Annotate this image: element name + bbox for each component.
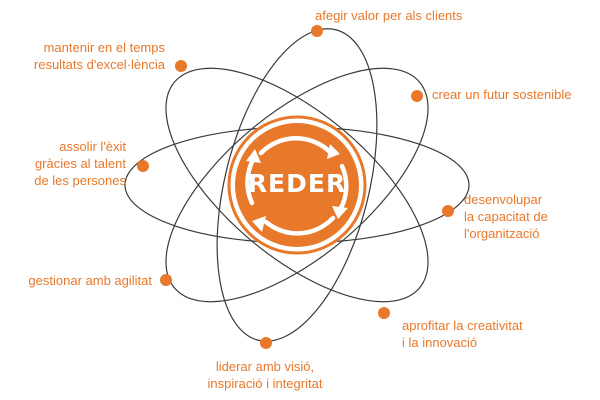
label-desenvolupar: desenvolupar la capacitat de l'organitza… xyxy=(464,192,548,241)
marker-gestionar xyxy=(160,274,172,286)
marker-desenvolupar xyxy=(442,205,454,217)
label-gestionar: gestionar amb agilitat xyxy=(28,273,152,288)
label-liderar: liderar amb visió, inspiració i integrit… xyxy=(207,359,323,391)
label-crear: crear un futur sostenible xyxy=(432,87,572,102)
cycle-arrows-icon xyxy=(245,136,349,236)
label-mantenir: mantenir en el temps resultats d'excel·l… xyxy=(33,40,165,72)
marker-assolir xyxy=(137,160,149,172)
orbit-vertical xyxy=(216,28,378,342)
cycle-arrowheads xyxy=(246,144,348,232)
marker-aprofitar xyxy=(378,307,390,319)
orbit-diagonal-b xyxy=(165,67,429,303)
label-aprofitar: aprofitar la creativitat i la innovació xyxy=(402,318,523,350)
marker-afegir xyxy=(311,25,323,37)
marker-mantenir xyxy=(175,60,187,72)
core-label: REDER xyxy=(247,169,347,198)
marker-liderar xyxy=(260,337,272,349)
label-afegir: afegir valor per als clients xyxy=(315,8,463,23)
marker-crear xyxy=(411,90,423,102)
label-assolir: assolir l'èxit gràcies al talent de les … xyxy=(34,139,126,188)
goal-markers xyxy=(137,25,454,349)
orbit-diagonal-a xyxy=(165,67,429,303)
